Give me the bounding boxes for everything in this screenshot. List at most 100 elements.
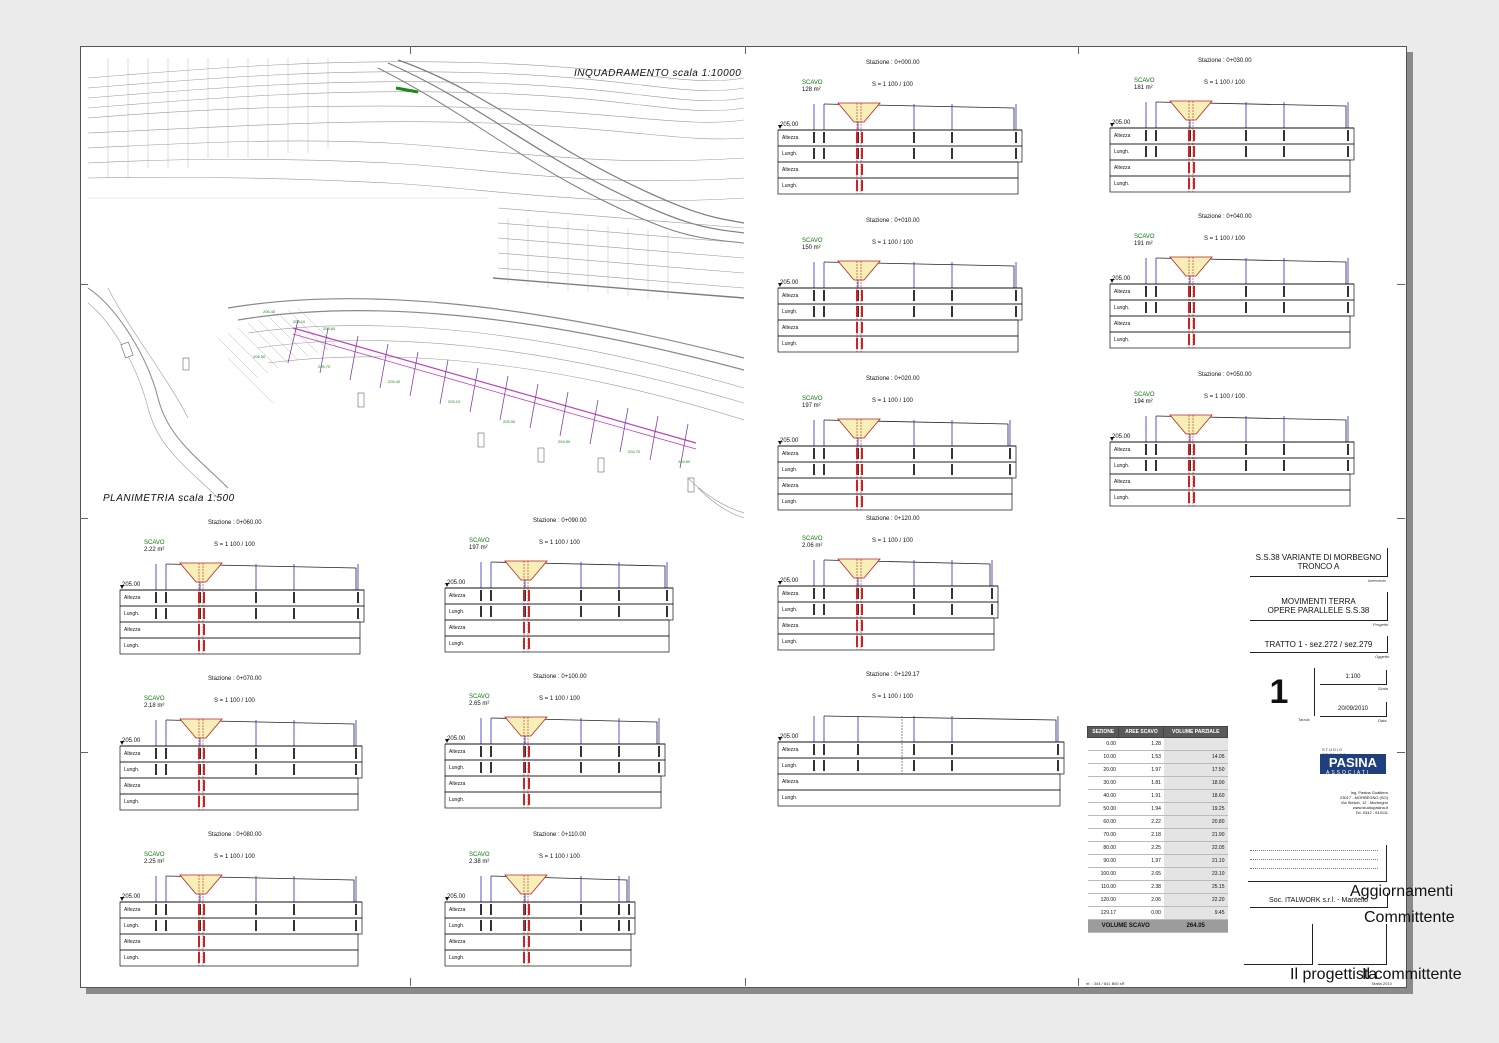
- border-tick: [80, 284, 88, 285]
- scavo-label: SCAVO: [469, 694, 490, 700]
- station-label: Stazione : 0+040.00: [1198, 214, 1252, 220]
- address-line: 23017 - MORBEGNO (SO): [1339, 795, 1388, 800]
- caption-progetto: Progetto: [1373, 622, 1389, 627]
- oggetto-line: TRATTO 1 - sez.272 / sez.279: [1264, 639, 1373, 649]
- scavo-value: 2.65 m²: [469, 701, 490, 707]
- studio-logo-sub: ASSOCIATI: [1326, 770, 1371, 776]
- cell-area: 2.18: [1118, 828, 1164, 842]
- row-label: Altezza: [449, 781, 466, 787]
- svg-text:205.80: 205.80: [323, 326, 336, 331]
- scavo-value: 2.22 m²: [144, 547, 165, 553]
- row-label: Lungh.: [124, 955, 140, 961]
- section-scale: S = 1 100 / 100: [1204, 394, 1245, 400]
- section-scale: S = 1 100 / 100: [214, 854, 255, 860]
- border-tick: [410, 978, 411, 986]
- row-label: Altezza: [782, 325, 799, 331]
- cell-sezione: 70.00: [1087, 828, 1119, 842]
- station-label: Stazione : 0+090.00: [533, 518, 587, 524]
- scavo-value: 197 m²: [802, 403, 821, 409]
- data-value: 20/09/2010: [1320, 702, 1387, 717]
- row-label: Altezza: [782, 779, 799, 785]
- cell-volume: 9.45: [1163, 906, 1228, 920]
- row-label: Lungh.: [782, 763, 798, 769]
- row-label: Lungh.: [782, 607, 798, 613]
- cell-sezione: 20.00: [1087, 763, 1119, 777]
- border-tick: [1397, 518, 1405, 519]
- datum-elevation: 205.00: [1112, 434, 1131, 440]
- svg-text:204.60: 204.60: [678, 459, 691, 464]
- cell-sezione: 60.00: [1087, 815, 1119, 829]
- scavo-label: SCAVO: [802, 536, 823, 542]
- cell-volume: 25.15: [1163, 880, 1228, 894]
- station-label: Stazione : 0+070.00: [208, 676, 262, 682]
- cell-sezione: 80.00: [1087, 841, 1119, 855]
- aggiornamenti-box: [1248, 845, 1387, 882]
- section-scale: S = 1 100 / 100: [539, 540, 580, 546]
- cell-volume: [1163, 737, 1228, 751]
- cell-area: 0.00: [1118, 906, 1164, 920]
- datum-elevation: 205.00: [122, 582, 141, 588]
- border-tick: [1397, 284, 1405, 285]
- studio-address: Ing. Pasina Gualtiero 23017 - MORBEGNO (…: [1318, 790, 1388, 815]
- scavo-value: 2.38 m²: [469, 859, 490, 865]
- row-label: Altezza: [1114, 289, 1131, 295]
- cell-sezione: 40.00: [1087, 789, 1119, 803]
- address-line: Tel. 0342 - 610111: [1355, 810, 1388, 815]
- col-header-aree-scavo: AREE SCAVO: [1118, 726, 1165, 738]
- progettista-signature-box: [1244, 924, 1313, 965]
- studio-logo-text: PASINA: [1328, 755, 1378, 770]
- datum-elevation: 205.00: [1112, 120, 1131, 126]
- row-label: Lungh.: [449, 609, 465, 615]
- station-label: Stazione : 0+020.00: [866, 376, 920, 382]
- cell-volume: 18.60: [1163, 789, 1228, 803]
- caption-committente: Committente: [1364, 909, 1455, 926]
- scavo-value: 191 m²: [1134, 241, 1153, 247]
- datum-elevation: 205.00: [780, 438, 799, 444]
- progetto-line2: OPERE PARALLELE S.S.38: [1267, 606, 1370, 615]
- svg-text:204.90: 204.90: [558, 439, 571, 444]
- row-label: Lungh.: [449, 797, 465, 803]
- svg-text:205.00: 205.00: [503, 419, 516, 424]
- row-label: Altezza: [1114, 133, 1131, 139]
- row-label: Lungh.: [782, 183, 798, 189]
- cell-area: 2.38: [1118, 880, 1164, 894]
- section-scale: S = 1 100 / 100: [872, 694, 913, 700]
- section-scale: S = 1 100 / 100: [872, 398, 913, 404]
- cell-sezione: 0.00: [1087, 737, 1119, 751]
- row-label: Altezza: [124, 751, 141, 757]
- scavo-label: SCAVO: [802, 396, 823, 402]
- address-line: Via Stelvio, 12 - Morbegno: [1340, 800, 1388, 805]
- cell-area: 1.97: [1118, 763, 1164, 777]
- row-label: Altezza: [449, 749, 466, 755]
- cell-volume: 20.80: [1163, 815, 1228, 829]
- datum-elevation: 205.00: [447, 736, 466, 742]
- scavo-value: 2.18 m²: [144, 703, 165, 709]
- scavo-label: SCAVO: [802, 80, 823, 86]
- row-label: Altezza: [1114, 321, 1131, 327]
- row-label: Lungh.: [782, 639, 798, 645]
- row-label: Lungh.: [124, 799, 140, 805]
- section-scale: S = 1 100 / 100: [539, 854, 580, 860]
- footer-right: Mafia 2010: [1372, 981, 1392, 986]
- caption-scala: Scala: [1378, 686, 1389, 691]
- section-scale: S = 1 100 / 100: [1204, 80, 1245, 86]
- row-label: Altezza: [782, 293, 799, 299]
- station-label: Stazione : 0+030.00: [1198, 58, 1252, 64]
